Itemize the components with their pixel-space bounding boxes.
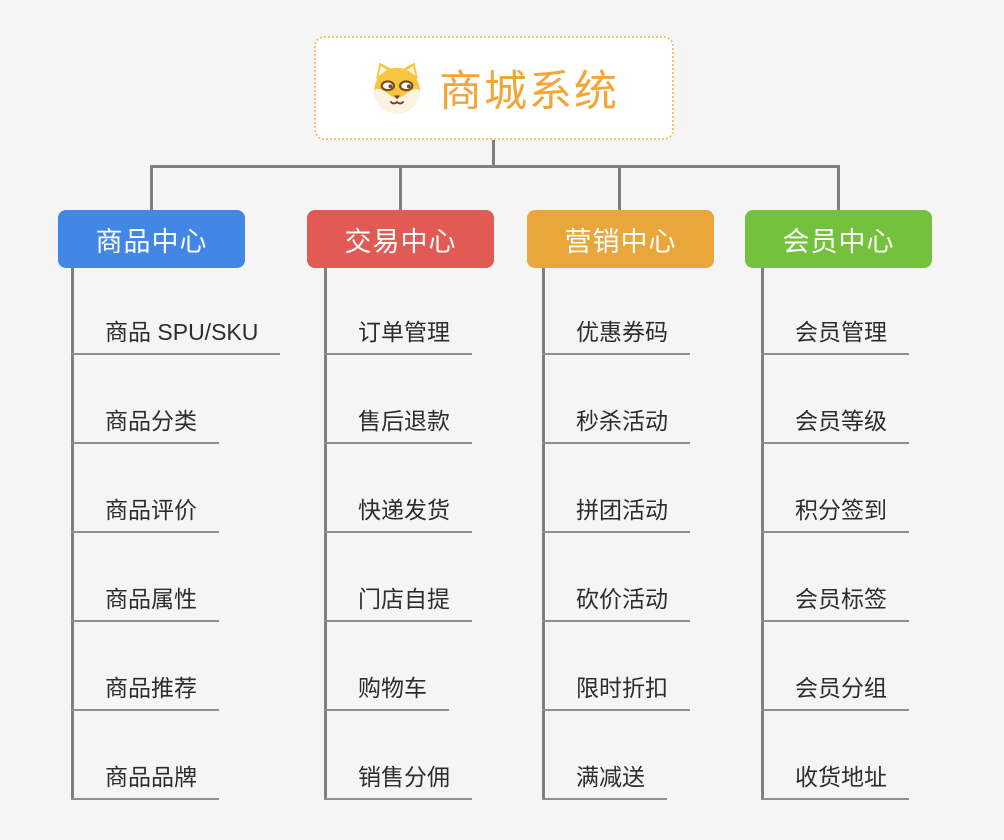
root-title: 商城系统 [439,68,619,116]
connector-stem-product [150,168,153,210]
leaf-product-spu-sku[interactable]: 商品 SPU/SKU [71,319,281,355]
connector-spine-trade [324,268,327,800]
leaf-product-attribute[interactable]: 商品属性 [71,586,219,622]
connector-stem-member [837,168,840,210]
connector-spine-member [761,268,764,800]
connector-spine-product [71,268,74,800]
leaf-member-group[interactable]: 会员分组 [761,675,909,711]
leaf-aftersale-refund[interactable]: 售后退款 [324,408,472,444]
branch-member-center[interactable]: 会员中心 [745,210,932,268]
leaf-product-recommend[interactable]: 商品推荐 [71,675,219,711]
connector-stem-trade [399,168,402,210]
leaf-bargain-activity[interactable]: 砍价活动 [542,586,690,622]
dog-face-icon [374,62,420,114]
leaf-store-pickup[interactable]: 门店自提 [324,586,472,622]
leaf-order-management[interactable]: 订单管理 [324,319,472,355]
leaf-points-checkin[interactable]: 积分签到 [761,497,909,533]
leaf-group-buy[interactable]: 拼团活动 [542,497,690,533]
leaf-shopping-cart[interactable]: 购物车 [324,675,449,711]
leaf-coupon-code[interactable]: 优惠券码 [542,319,690,355]
leaf-sales-commission[interactable]: 销售分佣 [324,764,472,800]
connector-horizontal-bar [150,165,840,168]
connector-stem-marketing [618,168,621,210]
leaf-member-level[interactable]: 会员等级 [761,408,909,444]
branch-marketing-center[interactable]: 营销中心 [527,210,714,268]
root-node[interactable]: 商城系统 [314,36,674,140]
leaf-limited-time-discount[interactable]: 限时折扣 [542,675,690,711]
leaf-product-brand[interactable]: 商品品牌 [71,764,219,800]
leaf-member-tag[interactable]: 会员标签 [761,586,909,622]
leaf-product-review[interactable]: 商品评价 [71,497,219,533]
connector-root-stem [492,140,495,165]
leaf-product-category[interactable]: 商品分类 [71,408,219,444]
leaf-shipping-address[interactable]: 收货地址 [761,764,909,800]
leaf-member-management[interactable]: 会员管理 [761,319,909,355]
leaf-full-reduction[interactable]: 满减送 [542,764,667,800]
branch-trade-center[interactable]: 交易中心 [307,210,494,268]
branch-product-center[interactable]: 商品中心 [58,210,245,268]
leaf-express-delivery[interactable]: 快递发货 [324,497,472,533]
connector-spine-marketing [542,268,545,800]
leaf-flash-sale[interactable]: 秒杀活动 [542,408,690,444]
